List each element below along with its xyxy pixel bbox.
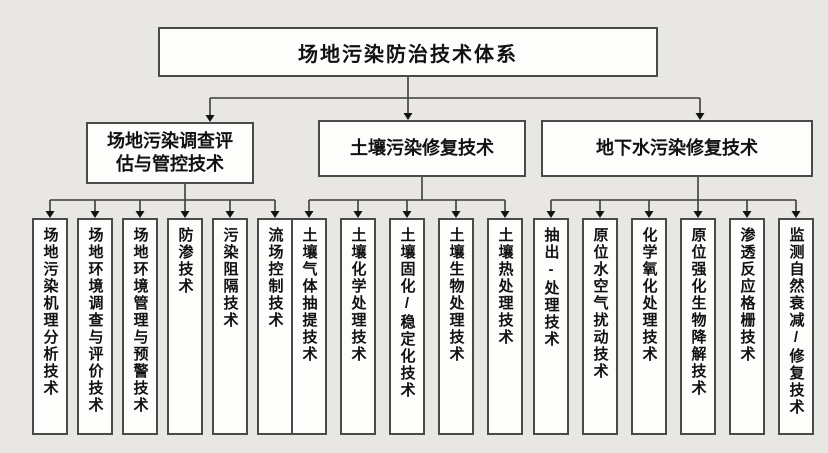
leaf-label: 场地环境调查与评价技术 (86, 227, 104, 414)
leaf-label: 监测自然衰减/修复技术 (787, 227, 805, 416)
root-label: 场地污染防治技术体系 (298, 43, 518, 66)
leaf-label: 原位强化生物降解技术 (689, 227, 707, 397)
leaf-box: 场地环境调查与评价技术 (77, 218, 113, 435)
leaf-box: 土壤气体抽提技术 (291, 218, 327, 435)
branch-box-groundwater-remediation: 地下水污染修复技术 (541, 120, 813, 177)
branch-box-survey-assessment: 场地污染调查评估与管控技术 (86, 122, 254, 184)
leaf-label: 流场控制技术 (266, 227, 284, 329)
leaf-label: 防渗技术 (176, 227, 194, 295)
leaf-label: 污染阻隔技术 (221, 227, 239, 329)
branch-label: 场地污染调查评估与管控技术 (107, 130, 233, 174)
leaf-box: 监测自然衰减/修复技术 (778, 218, 814, 435)
leaf-box: 场地污染机理分析技术 (32, 218, 68, 435)
leaf-label: 土壤化学处理技术 (349, 227, 367, 363)
leaf-label: 场地环境管理与预警技术 (131, 227, 149, 414)
leaf-box: 原位水空气扰动技术 (582, 218, 618, 435)
leaf-box: 流场控制技术 (257, 218, 293, 435)
root-box: 场地污染防治技术体系 (158, 27, 658, 77)
leaf-box: 场地环境管理与预警技术 (122, 218, 158, 435)
branch-box-soil-remediation: 土壤污染修复技术 (318, 120, 526, 177)
leaf-box: 土壤生物处理技术 (438, 218, 474, 435)
leaf-box: 土壤化学处理技术 (340, 218, 376, 435)
leaf-box: 土壤热处理技术 (487, 218, 523, 435)
leaf-label: 土壤生物处理技术 (447, 227, 465, 363)
leaf-label: 土壤热处理技术 (496, 227, 514, 346)
leaf-label: 化学氧化处理技术 (640, 227, 658, 363)
leaf-label: 抽出-处理技术 (542, 227, 560, 348)
leaf-label: 原位水空气扰动技术 (591, 227, 609, 380)
leaf-label: 土壤固化/稳定化技术 (398, 227, 416, 399)
leaf-box: 抽出-处理技术 (533, 218, 569, 435)
leaf-label: 土壤气体抽提技术 (300, 227, 318, 363)
leaf-label: 渗透反应格栅技术 (738, 227, 756, 363)
leaf-box: 防渗技术 (167, 218, 203, 435)
leaf-box: 污染阻隔技术 (212, 218, 248, 435)
leaf-box: 渗透反应格栅技术 (729, 218, 765, 435)
leaf-box: 土壤固化/稳定化技术 (389, 218, 425, 435)
branch-label: 土壤污染修复技术 (350, 137, 494, 158)
branch-label: 地下水污染修复技术 (596, 137, 758, 158)
leaf-box: 化学氧化处理技术 (631, 218, 667, 435)
leaf-box: 原位强化生物降解技术 (680, 218, 716, 435)
leaf-label: 场地污染机理分析技术 (41, 227, 59, 397)
